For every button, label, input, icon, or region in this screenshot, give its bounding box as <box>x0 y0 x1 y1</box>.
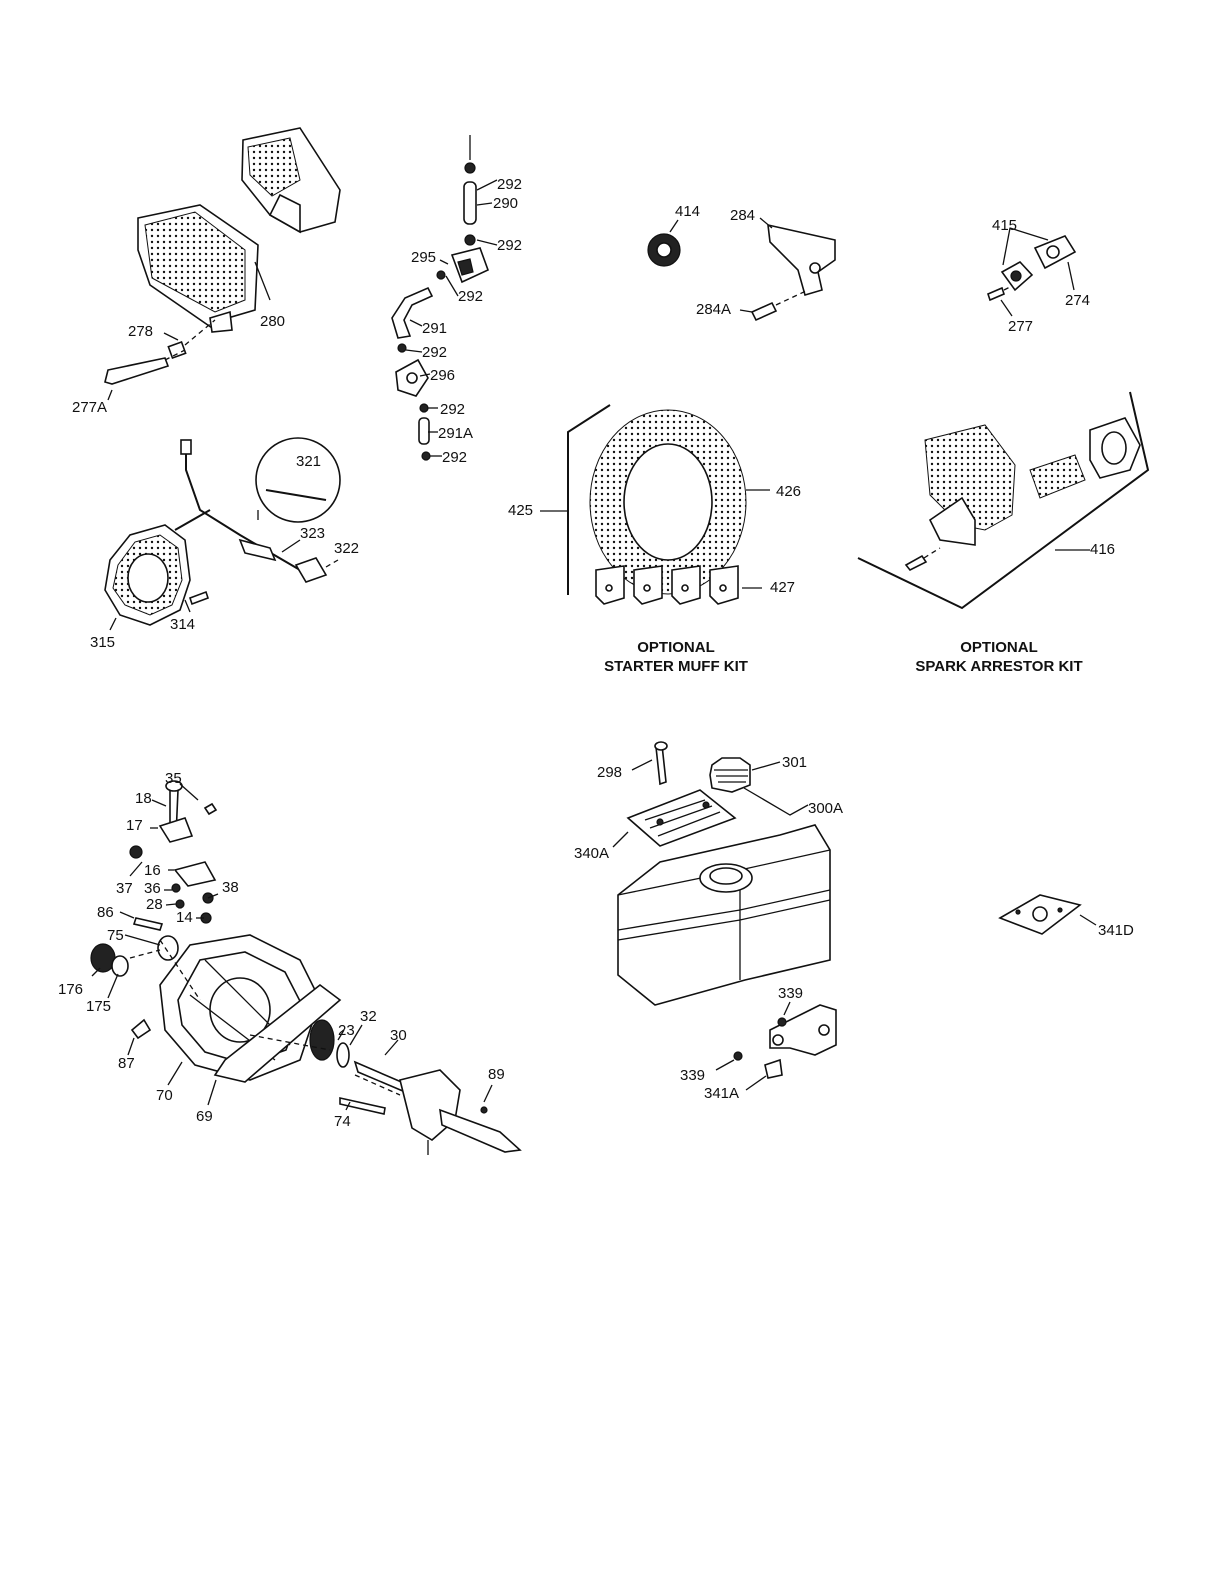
label-292: 292 <box>442 449 467 466</box>
label-341D: 341D <box>1098 922 1134 939</box>
label-416: 416 <box>1090 541 1115 558</box>
starter-muff-kit <box>540 405 770 604</box>
label-75: 75 <box>107 927 124 944</box>
starter-muff-caption-line1: OPTIONAL <box>637 639 715 656</box>
label-36: 36 <box>144 880 161 897</box>
label-298: 298 <box>597 764 622 781</box>
label-274: 274 <box>1065 292 1090 309</box>
label-290: 290 <box>493 195 518 212</box>
label-23: 23 <box>338 1022 355 1039</box>
label-292: 292 <box>458 288 483 305</box>
label-176: 176 <box>58 981 83 998</box>
label-292: 292 <box>422 344 447 361</box>
label-321: 321 <box>296 453 321 470</box>
muffler-assembly <box>105 128 340 400</box>
label-38: 38 <box>222 879 239 896</box>
label-74: 74 <box>334 1113 351 1130</box>
label-296: 296 <box>430 367 455 384</box>
label-292: 292 <box>440 401 465 418</box>
label-341A: 341A <box>704 1085 739 1102</box>
label-89: 89 <box>488 1066 505 1083</box>
label-414: 414 <box>675 203 700 220</box>
label-280: 280 <box>260 313 285 330</box>
label-32: 32 <box>360 1008 377 1025</box>
label-175: 175 <box>86 998 111 1015</box>
label-87: 87 <box>118 1055 135 1072</box>
label-16: 16 <box>144 862 161 879</box>
label-340A: 340A <box>574 845 609 862</box>
label-35: 35 <box>165 770 182 787</box>
label-301: 301 <box>782 754 807 771</box>
label-315: 315 <box>90 634 115 651</box>
spark-arrestor-caption-line1: OPTIONAL <box>960 639 1038 656</box>
label-28: 28 <box>146 896 163 913</box>
label-284: 284 <box>730 207 755 224</box>
label-292: 292 <box>497 176 522 193</box>
exhaust-flange-assembly <box>988 228 1075 316</box>
label-17: 17 <box>126 817 143 834</box>
label-426: 426 <box>776 483 801 500</box>
label-37: 37 <box>116 880 133 897</box>
label-277: 277 <box>1008 318 1033 335</box>
label-291A: 291A <box>438 425 473 442</box>
label-339: 339 <box>680 1067 705 1084</box>
label-277A: 277A <box>72 399 107 416</box>
label-291: 291 <box>422 320 447 337</box>
label-415: 415 <box>992 217 1017 234</box>
label-323: 323 <box>300 525 325 542</box>
label-295: 295 <box>411 249 436 266</box>
label-14: 14 <box>176 909 193 926</box>
spark-arrestor-kit <box>858 392 1148 608</box>
label-300A: 300A <box>808 800 843 817</box>
spark-arrestor-caption-line2: SPARK ARRESTOR KIT <box>915 658 1082 675</box>
starter-muff-caption-line2: STARTER MUFF KIT <box>604 658 748 675</box>
label-70: 70 <box>156 1087 173 1104</box>
label-86: 86 <box>97 904 114 921</box>
shield-assembly <box>648 218 835 320</box>
label-314: 314 <box>170 616 195 633</box>
label-427: 427 <box>770 579 795 596</box>
label-292: 292 <box>497 237 522 254</box>
label-425: 425 <box>508 502 533 519</box>
fuel-tank-assembly <box>613 742 1096 1090</box>
label-18: 18 <box>135 790 152 807</box>
kit-captions: OPTIONAL STARTER MUFF KIT OPTIONAL SPARK… <box>604 639 1083 675</box>
label-69: 69 <box>196 1108 213 1125</box>
label-339: 339 <box>778 985 803 1002</box>
label-278: 278 <box>128 323 153 340</box>
label-284A: 284A <box>696 301 731 318</box>
label-322: 322 <box>334 540 359 557</box>
label-30: 30 <box>390 1027 407 1044</box>
